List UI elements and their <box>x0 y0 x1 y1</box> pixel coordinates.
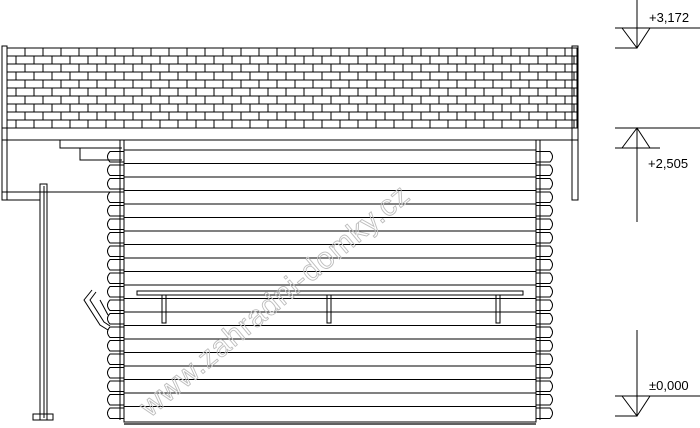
wall-logs <box>124 149 536 407</box>
log-end <box>107 259 124 271</box>
log-end <box>107 218 124 230</box>
roof-edge-board <box>1 127 579 141</box>
roof-right-fascia <box>571 45 579 201</box>
log-end <box>536 380 553 392</box>
log-end <box>107 340 124 352</box>
handrail <box>83 289 524 331</box>
rail-post-3 <box>495 294 501 324</box>
rail-post-1 <box>161 294 167 324</box>
log-end <box>536 313 553 325</box>
log-end <box>107 151 124 163</box>
level-label-eave: +2,505 <box>648 156 688 171</box>
level-markers <box>615 0 700 417</box>
log-end <box>536 353 553 365</box>
log-end <box>536 286 553 298</box>
log-end <box>536 259 553 271</box>
log-end <box>536 164 553 176</box>
log-end <box>107 286 124 298</box>
roof-left-fascia <box>1 45 8 201</box>
log-end <box>107 164 124 176</box>
log-end <box>536 367 553 379</box>
log-end <box>536 218 553 230</box>
log-end <box>536 340 553 352</box>
log-end <box>536 191 553 203</box>
log-end <box>107 272 124 284</box>
log-end <box>107 380 124 392</box>
log-end <box>107 326 124 338</box>
post-footing <box>32 413 54 421</box>
canopy <box>2 140 122 421</box>
watermark: www.zahradni-domky.cz <box>133 178 417 424</box>
log-end <box>107 245 124 257</box>
log-end <box>107 178 124 190</box>
log-wall <box>107 139 553 423</box>
log-end <box>536 245 553 257</box>
log-end <box>107 367 124 379</box>
log-end <box>536 272 553 284</box>
log-end <box>107 407 124 419</box>
log-end <box>536 326 553 338</box>
level-label-ground: ±0,000 <box>649 378 689 393</box>
log-ends-left <box>107 151 124 419</box>
rail-post-2 <box>326 294 332 324</box>
roof-shingles <box>7 48 577 128</box>
log-end <box>536 232 553 244</box>
log-end <box>107 191 124 203</box>
level-marker-ground <box>615 330 700 417</box>
log-end <box>107 313 124 325</box>
handrail-bar <box>136 290 524 296</box>
wall-outline <box>123 139 537 423</box>
log-end <box>536 407 553 419</box>
log-end <box>107 299 124 311</box>
log-end <box>107 232 124 244</box>
log-ends-right <box>536 151 553 419</box>
log-end <box>536 151 553 163</box>
level-marker-top <box>615 0 700 49</box>
level-label-top: +3,172 <box>649 10 689 25</box>
log-end <box>536 205 553 217</box>
log-end <box>536 394 553 406</box>
log-end <box>107 205 124 217</box>
log-end <box>107 394 124 406</box>
log-end <box>536 299 553 311</box>
level-marker-eave <box>615 127 700 222</box>
log-end <box>536 178 553 190</box>
log-end <box>107 353 124 365</box>
